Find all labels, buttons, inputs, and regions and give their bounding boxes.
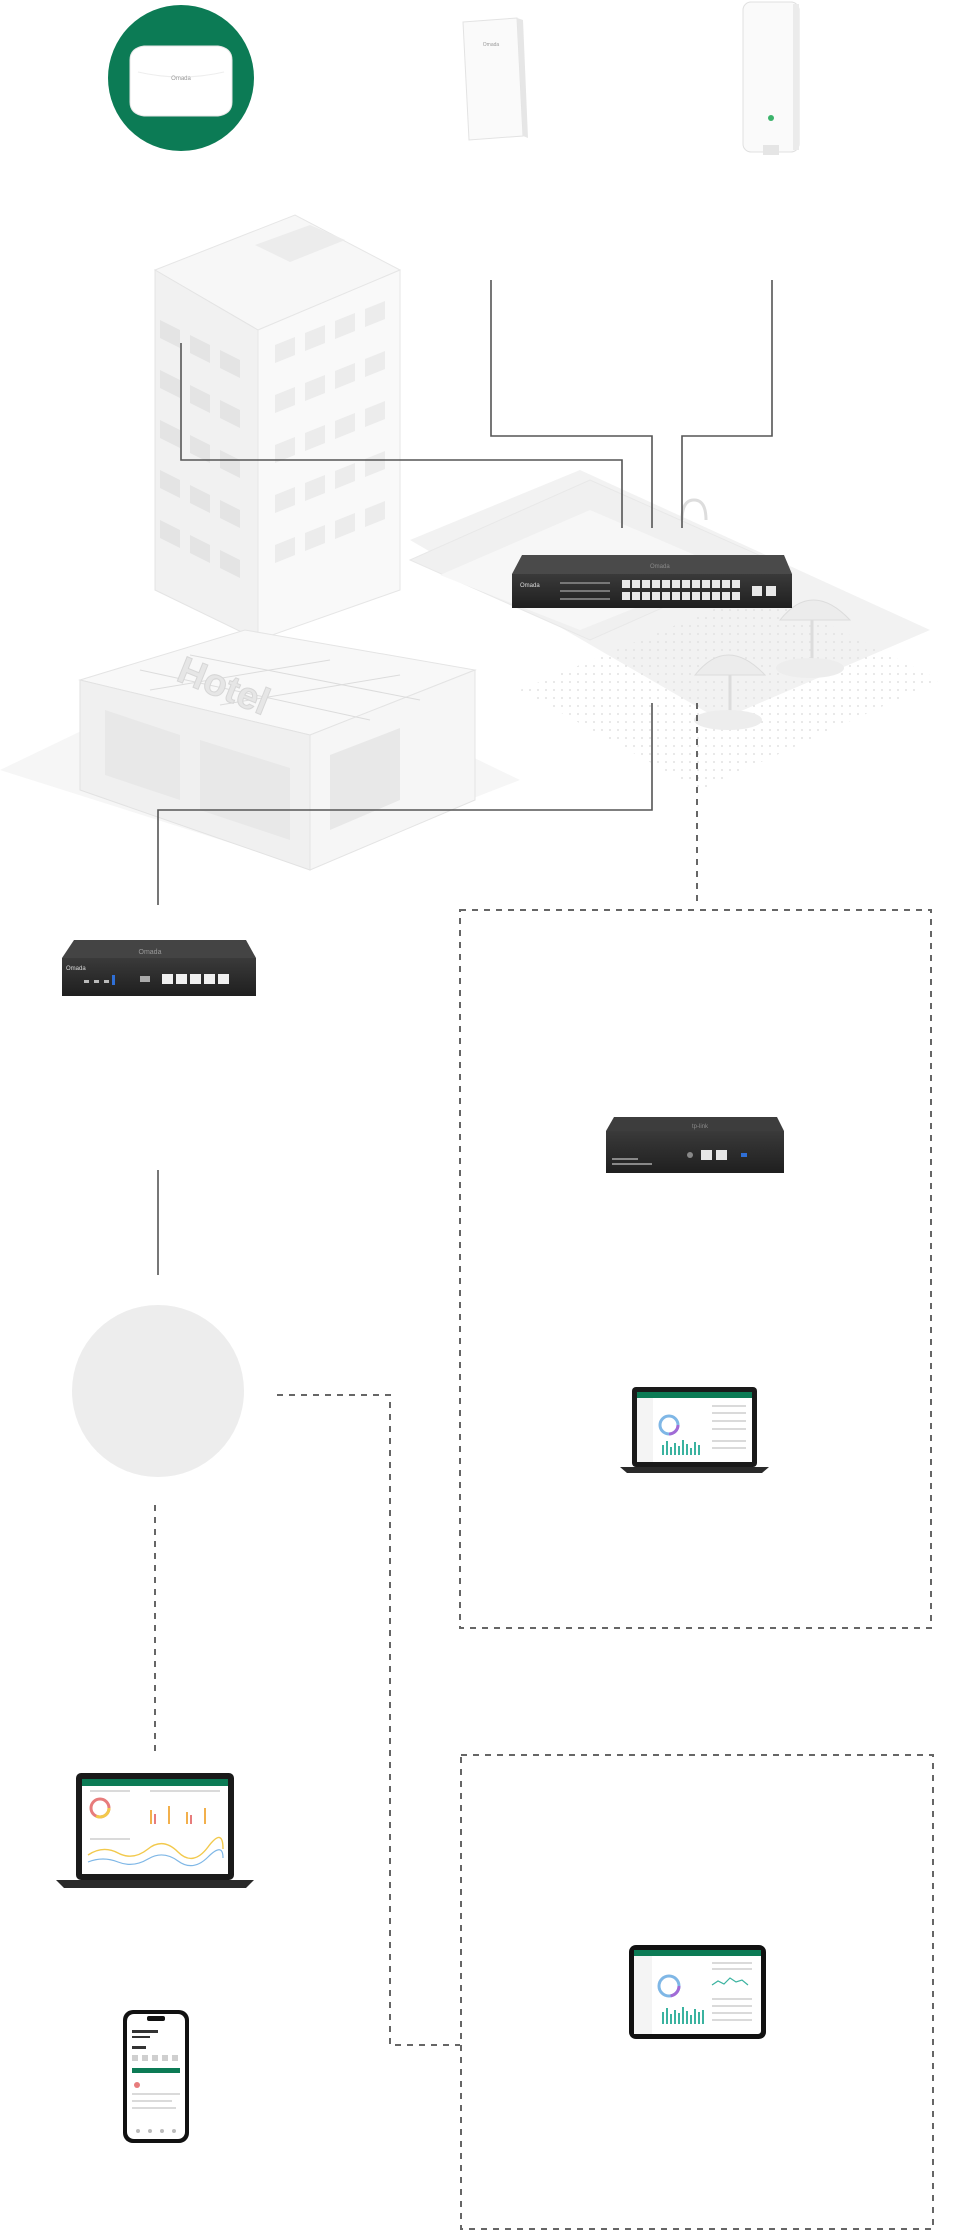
laptop-local[interactable]	[620, 1387, 769, 1473]
tablet[interactable]	[629, 1945, 766, 2039]
router-brand-front: Omada	[66, 966, 86, 972]
switch-brand-front: Omada	[520, 583, 540, 589]
phone-action-bar	[132, 2068, 180, 2073]
ceiling-ap-brand: Omada	[171, 76, 191, 82]
poe-switch-icon	[512, 574, 792, 608]
podium-doors	[105, 710, 400, 840]
router-brand-top: Omada	[139, 949, 162, 956]
hotel-building: Hotel	[78, 214, 477, 871]
local-management-box	[459, 909, 932, 1629]
ceiling-access-point[interactable]: Omada	[108, 5, 254, 151]
laptop-remote[interactable]	[56, 1773, 254, 1888]
window-grid	[160, 320, 240, 578]
wall-ap-brand: Omada	[483, 42, 500, 48]
laptop-base	[56, 1880, 254, 1888]
wall-access-point[interactable]: Omada	[462, 17, 528, 141]
window-grid	[275, 301, 385, 563]
laptop-screen	[82, 1779, 228, 1874]
cloud-management-box	[460, 1754, 934, 2230]
smartphone[interactable]	[123, 2010, 189, 2143]
switch-port-row	[622, 580, 776, 600]
router-port-row	[140, 974, 229, 984]
phone-notch	[147, 2016, 165, 2021]
ethernet-cabling	[157, 280, 773, 1275]
gateway-router[interactable]: Omada Omada	[62, 940, 256, 996]
ceiling-access-point-icon	[129, 45, 233, 117]
outdoor-access-point-icon	[742, 1, 800, 153]
wall-plate-access-point-icon	[462, 17, 524, 141]
usb-port-icon	[112, 975, 115, 985]
hardware-controller-icon	[606, 1131, 784, 1173]
outdoor-access-point[interactable]	[742, 1, 800, 155]
poe-switch[interactable]: Omada Omada	[512, 555, 792, 608]
laptop-base	[620, 1467, 769, 1473]
controller-brand: tp-link	[692, 1124, 709, 1130]
management-links	[154, 703, 698, 2046]
switch-brand-top: Omada	[650, 564, 670, 570]
switch-top	[512, 555, 792, 574]
umbrella-icon	[776, 599, 852, 678]
usb-port-icon	[741, 1153, 747, 1157]
internet-cloud	[72, 1305, 244, 1477]
hardware-controller[interactable]: tp-link	[606, 1117, 784, 1173]
umbrella-group	[693, 599, 852, 730]
status-led-icon	[768, 115, 774, 121]
umbrella-icon	[693, 654, 767, 730]
